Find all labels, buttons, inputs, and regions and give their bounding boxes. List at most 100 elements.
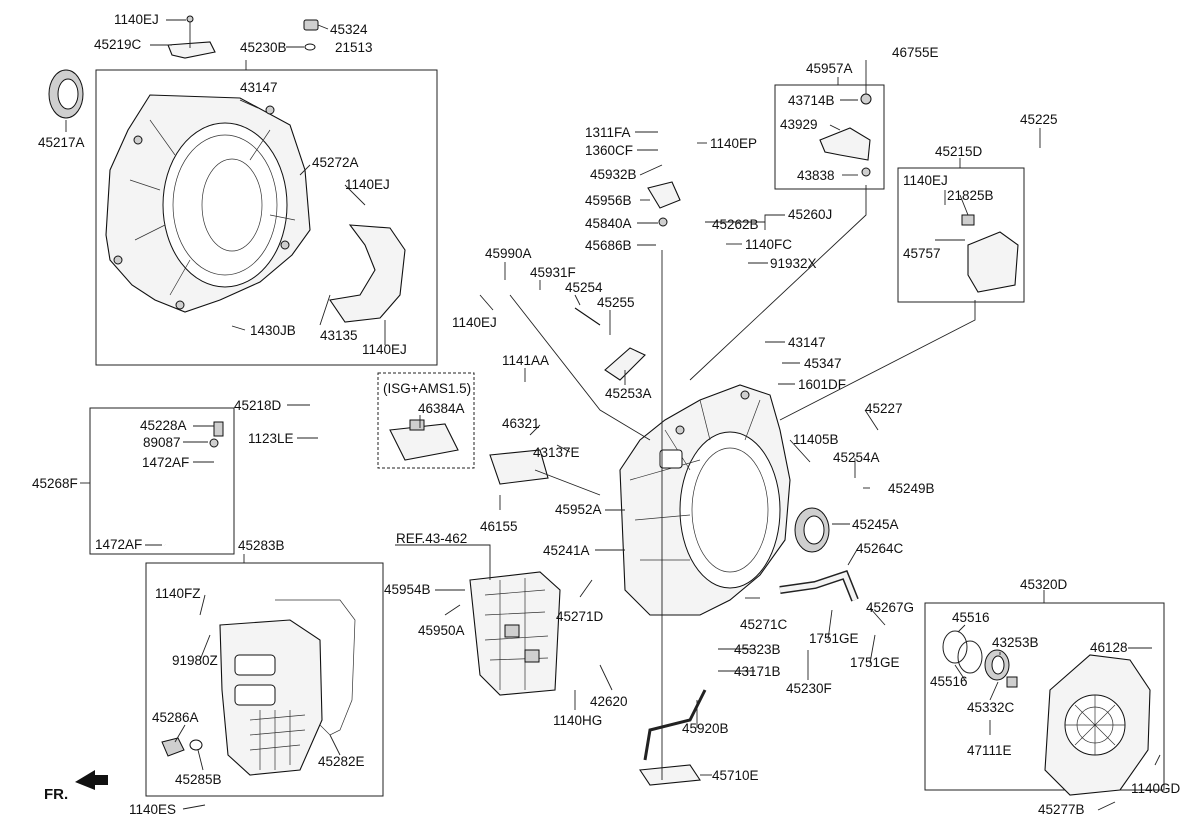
label-89087: 89087 bbox=[143, 435, 181, 450]
label-45230f: 45230F bbox=[786, 681, 832, 696]
label-91980z: 91980Z bbox=[172, 653, 218, 668]
label-45255: 45255 bbox=[597, 295, 635, 310]
label-1472af-b: 1472AF bbox=[95, 537, 142, 552]
isg-pump-46384a bbox=[389, 419, 459, 461]
label-46755e: 46755E bbox=[892, 45, 939, 60]
label-43253b: 43253B bbox=[992, 635, 1039, 650]
label-45285b: 45285B bbox=[175, 772, 222, 787]
label-45710e: 45710E bbox=[712, 768, 759, 783]
label-1751ge-b: 1751GE bbox=[850, 655, 900, 670]
label-45225: 45225 bbox=[1020, 112, 1058, 127]
label-46321: 46321 bbox=[502, 416, 540, 431]
label-45950a: 45950A bbox=[418, 623, 465, 638]
label-45332c: 45332C bbox=[967, 700, 1015, 715]
converter-housing-group-box bbox=[95, 69, 438, 366]
front-arrow-icon bbox=[75, 770, 108, 790]
label-1360cf: 1360CF bbox=[585, 143, 633, 158]
label-45249b: 45249B bbox=[888, 481, 935, 496]
label-45241a: 45241A bbox=[543, 543, 590, 558]
oil-pan-group-box bbox=[145, 562, 384, 797]
hose-group-box bbox=[89, 407, 235, 555]
label-46384a: 46384A bbox=[418, 401, 465, 416]
sensor-bracket-group-box bbox=[774, 84, 885, 190]
leader-lines bbox=[65, 19, 1161, 811]
label-45260j: 45260J bbox=[788, 207, 832, 222]
label-46128: 46128 bbox=[1090, 640, 1128, 655]
plug-45324 bbox=[303, 19, 319, 51]
rear-cover bbox=[1044, 654, 1151, 796]
solenoid-45757 bbox=[961, 214, 1019, 293]
label-45283b: 45283B bbox=[238, 538, 285, 553]
label-11405b: 11405B bbox=[793, 432, 839, 447]
label-45324: 45324 bbox=[330, 22, 368, 37]
filter-46321 bbox=[489, 449, 549, 485]
label-45253a: 45253A bbox=[605, 386, 652, 401]
label-45347: 45347 bbox=[804, 356, 842, 371]
oil-seal-45245a bbox=[794, 507, 830, 553]
label-45268f: 45268F bbox=[32, 476, 78, 491]
label-1140ej-c: 1140EJ bbox=[362, 342, 407, 357]
rear-cover-group-box bbox=[924, 602, 1165, 791]
label-91932x: 91932X bbox=[770, 256, 817, 271]
label-21825b: 21825B bbox=[947, 188, 994, 203]
label-45262b: 45262B bbox=[712, 217, 759, 232]
drain-plug-45286a bbox=[161, 737, 203, 757]
part-labels: 1140EJ 45219C 45324 21513 45230B 43147 4… bbox=[32, 12, 1181, 817]
label-45271d: 45271D bbox=[556, 609, 604, 624]
isg-group-box bbox=[377, 372, 475, 469]
speed-sensor-45956b bbox=[647, 181, 681, 227]
label-43147-a: 43147 bbox=[240, 80, 278, 95]
label-45931f: 45931F bbox=[530, 265, 576, 280]
label-43171b: 43171B bbox=[734, 664, 781, 679]
label-45516-b: 45516 bbox=[930, 674, 968, 689]
label-45840a: 45840A bbox=[585, 216, 632, 231]
label-fr: FR. bbox=[44, 786, 68, 803]
label-1140fz: 1140FZ bbox=[155, 586, 201, 601]
label-43147-b: 43147 bbox=[788, 335, 826, 350]
label-47111e: 47111E bbox=[967, 743, 1012, 758]
breather-hose bbox=[139, 421, 224, 547]
label-43714b: 43714B bbox=[788, 93, 835, 108]
label-45920b: 45920B bbox=[682, 721, 729, 736]
label-ref: REF.43-462 bbox=[396, 531, 467, 546]
label-1140ep: 1140EP bbox=[710, 136, 757, 151]
label-45323b: 45323B bbox=[734, 642, 781, 657]
seal-45332c bbox=[984, 649, 1018, 688]
label-1311fa: 1311FA bbox=[585, 125, 631, 140]
label-42620: 42620 bbox=[590, 694, 628, 709]
label-43137e: 43137E bbox=[533, 445, 580, 460]
dipstick-tube-45920b bbox=[639, 689, 707, 786]
bracket-45219c bbox=[167, 15, 216, 59]
label-45254: 45254 bbox=[565, 280, 603, 295]
label-45254a: 45254A bbox=[833, 450, 880, 465]
label-45217a: 45217A bbox=[38, 135, 85, 150]
label-43838: 43838 bbox=[797, 168, 835, 183]
label-45219c: 45219C bbox=[94, 37, 142, 52]
label-isg-note: (ISG+AMS1.5) bbox=[383, 381, 471, 396]
sensor-bracket-43929 bbox=[819, 93, 872, 177]
label-45215d: 45215D bbox=[935, 144, 983, 159]
label-45264c: 45264C bbox=[856, 541, 904, 556]
solenoid-group-box bbox=[897, 167, 1025, 303]
label-45757: 45757 bbox=[903, 246, 941, 261]
label-45932b: 45932B bbox=[590, 167, 637, 182]
label-1140ej-e: 1140EJ bbox=[452, 315, 497, 330]
label-45218d: 45218D bbox=[234, 398, 282, 413]
label-1140hg: 1140HG bbox=[553, 713, 602, 728]
label-45956b: 45956B bbox=[585, 193, 632, 208]
label-45286a: 45286A bbox=[152, 710, 199, 725]
valve-45253a bbox=[574, 307, 646, 381]
label-1123le: 1123LE bbox=[248, 431, 294, 446]
label-45952a: 45952A bbox=[555, 502, 602, 517]
label-1140gd: 1140GD bbox=[1131, 781, 1181, 796]
label-1601df: 1601DF bbox=[798, 377, 846, 392]
label-46155: 46155 bbox=[480, 519, 518, 534]
transmission-case bbox=[619, 384, 791, 616]
label-45245a: 45245A bbox=[852, 517, 899, 532]
label-45228a: 45228A bbox=[140, 418, 187, 433]
label-43135: 43135 bbox=[320, 328, 358, 343]
label-45230b: 45230B bbox=[240, 40, 287, 55]
label-1140fc: 1140FC bbox=[745, 237, 792, 252]
label-1430jb: 1430JB bbox=[250, 323, 296, 338]
label-1751ge-a: 1751GE bbox=[809, 631, 859, 646]
